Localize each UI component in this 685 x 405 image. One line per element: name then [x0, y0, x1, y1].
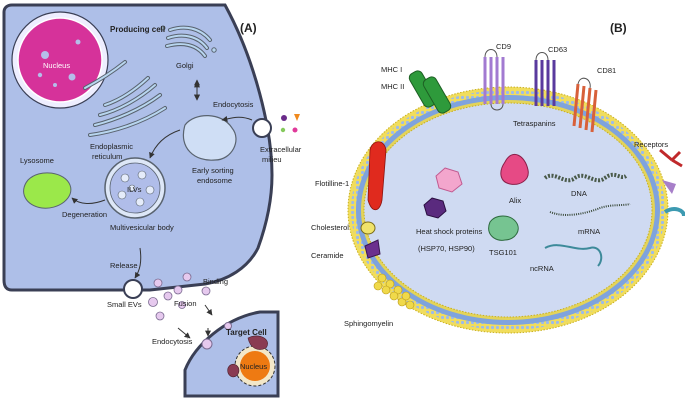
mhc-protein: [408, 70, 452, 114]
mhc2-label: MHC II: [381, 82, 404, 91]
tsg101-label: TSG101: [489, 248, 517, 257]
degeneration-label: Degeneration: [62, 210, 107, 219]
endocytosis-top-label: Endocytosis: [213, 100, 254, 109]
tsg101: [488, 215, 519, 241]
extracellular-label-1: Extracellular: [260, 145, 302, 154]
cd81-label: CD81: [597, 66, 616, 75]
cd9-label: CD9: [496, 42, 511, 51]
heat-shock-proteins: [423, 167, 463, 219]
mhc1-label: MHC I: [381, 65, 402, 74]
early-sorting-label-1: Early sorting: [192, 166, 234, 175]
receptors-label: Receptors: [634, 140, 668, 149]
nucleus: [11, 11, 109, 109]
lysosome-label: Lysosome: [20, 156, 54, 165]
sphingomyelin: [373, 273, 415, 310]
golgi: [160, 25, 217, 58]
dna-label: DNA: [571, 189, 587, 198]
lysosome: [23, 172, 72, 209]
panel-a-label: (A): [240, 21, 257, 35]
tetraspanins-label: Tetraspanins: [513, 119, 556, 128]
cholesterol: [360, 221, 376, 235]
small-evs: [148, 272, 211, 321]
mrna-label: mRNA: [578, 227, 600, 236]
cd63-label: CD63: [548, 45, 567, 54]
ncrna-label: ncRNA: [530, 264, 554, 273]
ceramide-label: Ceramide: [311, 251, 344, 260]
alix: [500, 153, 529, 185]
mrna: [549, 203, 631, 216]
dna: [543, 172, 628, 183]
target-cell: [183, 310, 280, 398]
flotillin-label: Flotilline-1: [315, 179, 349, 188]
golgi-label: Golgi: [176, 61, 194, 70]
producing-cell-label: Producing cell: [110, 25, 165, 34]
tetraspanin-cd9: [483, 49, 505, 111]
early-sorting-endosome: [182, 115, 237, 161]
mvb-label: Multivesicular body: [110, 223, 174, 232]
fusion-label: Fusion: [174, 299, 197, 308]
multivesicular-body: [104, 157, 166, 219]
sphingomyelin-label: Sphingomyelin: [344, 319, 393, 328]
endoplasmic-reticulum-inner: [84, 61, 166, 136]
ncrna: [544, 244, 603, 267]
hsp-label-2: (HSP70, HSP90): [418, 244, 475, 253]
hsp-label-1: Heat shock proteins: [416, 227, 483, 236]
er-label-1: Endoplasmic: [90, 142, 133, 151]
target-cell-label: Target Cell: [226, 328, 267, 337]
small-evs-label: Small EVs: [107, 300, 142, 309]
endocytosis-bottom-label: Endocytosis: [152, 337, 193, 346]
ceramide: [364, 239, 381, 259]
flotillin: [367, 141, 387, 211]
extracellular-cargo: [280, 114, 300, 133]
early-sorting-label-2: endosome: [197, 176, 232, 185]
tetraspanin-cd81: [572, 77, 598, 133]
nucleus-label: Nucleus: [43, 61, 70, 70]
panel-b-label: (B): [610, 21, 627, 35]
ev-membrane: [347, 86, 669, 334]
binding-label: Binding: [203, 277, 228, 286]
target-nucleus-label: Nucleus: [240, 362, 267, 371]
er-label-2: reticulum: [92, 152, 122, 161]
ilvs-label: ILVs: [127, 185, 142, 194]
cholesterol-label: Cholesterol: [311, 223, 349, 232]
receptors: [659, 148, 685, 217]
release-label: Release: [110, 261, 138, 270]
alix-label: Alix: [509, 196, 521, 205]
extracellular-label-2: milieu: [262, 155, 282, 164]
tetraspanin-cd63: [534, 52, 556, 106]
